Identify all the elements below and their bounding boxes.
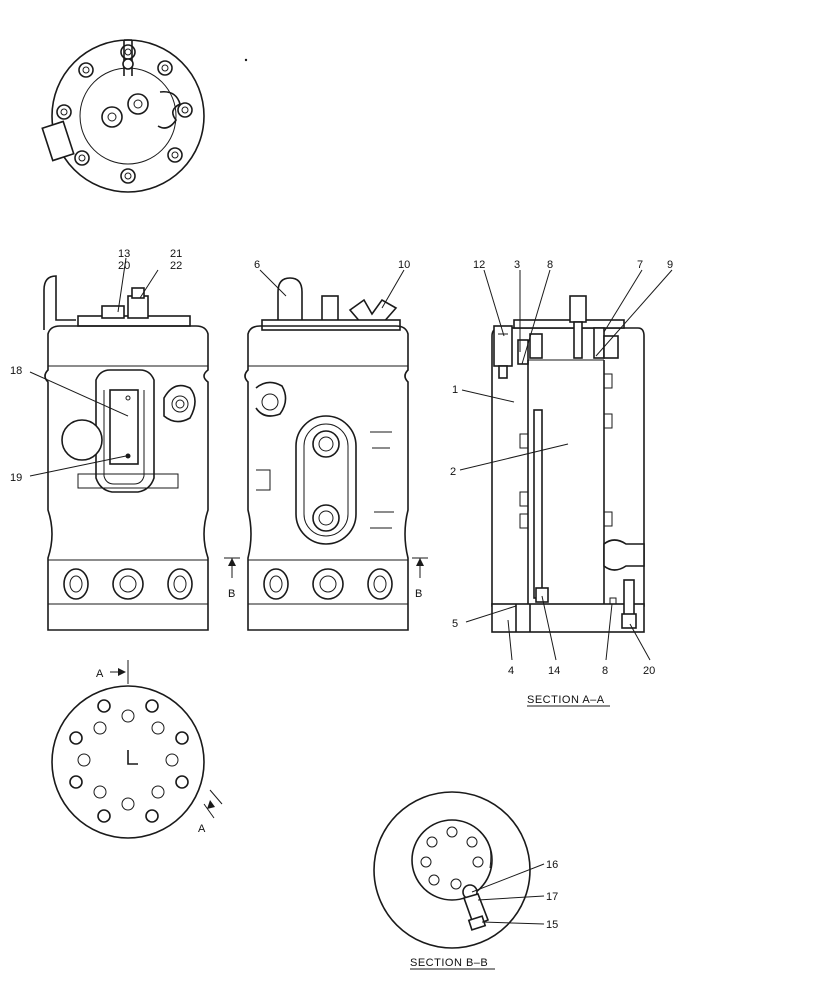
top-view (41, 39, 248, 193)
callout-22: 22 (170, 260, 182, 272)
callout-16: 16 (546, 859, 558, 871)
callout-4: 4 (508, 665, 514, 677)
section-b-markers (224, 557, 428, 578)
section-mark-b-right: B (415, 588, 422, 600)
captions: SECTION A–A SECTION B–B (410, 694, 610, 970)
section-a-markers (110, 660, 223, 819)
callout-8-bottom: 8 (602, 665, 608, 677)
callout-13: 13 (118, 248, 130, 260)
front-view-port-row (63, 568, 193, 600)
callout-14: 14 (548, 665, 560, 677)
bottom-view (51, 685, 205, 839)
leader-lines (29, 257, 673, 925)
side-view (244, 277, 409, 631)
callout-7: 7 (637, 259, 643, 271)
callout-20-top: 20 (118, 260, 130, 272)
callout-20-bottom: 20 (643, 665, 655, 677)
callout-labels: 13 20 21 22 18 19 6 10 12 3 8 7 9 1 2 5 … (10, 248, 673, 931)
callout-17: 17 (546, 891, 558, 903)
side-view-port-row (263, 568, 393, 600)
front-view (43, 275, 209, 631)
callout-18: 18 (10, 365, 22, 377)
section-mark-a-top: A (96, 668, 104, 680)
top-view-bolt-ring (56, 44, 193, 184)
section-b-b-view (373, 791, 531, 949)
callout-3: 3 (514, 259, 520, 271)
callout-19: 19 (10, 472, 22, 484)
callout-21: 21 (170, 248, 182, 260)
section-letters: B B A A (96, 588, 422, 835)
callout-6: 6 (254, 259, 260, 271)
section-mark-a-bottom: A (198, 823, 206, 835)
section-mark-b-left: B (228, 588, 235, 600)
caption-section-a-a: SECTION A–A (527, 694, 605, 706)
callout-15: 15 (546, 919, 558, 931)
callout-2: 2 (450, 466, 456, 478)
bottom-view-bolt-ring (69, 699, 189, 823)
callout-10: 10 (398, 259, 410, 271)
callout-8-top: 8 (547, 259, 553, 271)
section-a-a-view (491, 295, 645, 633)
callout-9: 9 (667, 259, 673, 271)
caption-section-b-b: SECTION B–B (410, 957, 488, 969)
callout-1: 1 (452, 384, 458, 396)
callout-5: 5 (452, 618, 458, 630)
callout-12: 12 (473, 259, 485, 271)
